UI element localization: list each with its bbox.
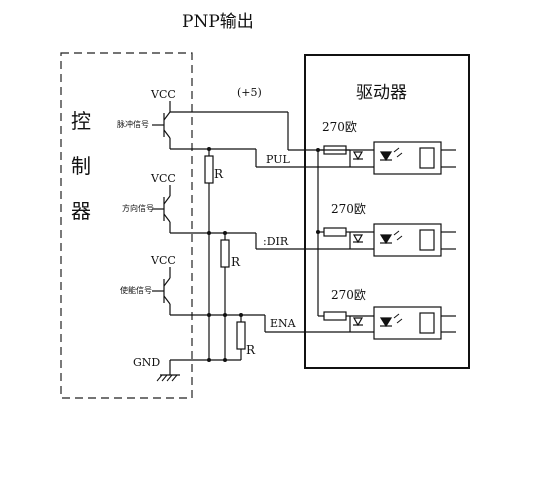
- opto-channel-3: 270欧: [318, 288, 456, 340]
- controller-label-3: 器: [71, 199, 91, 223]
- driver-box: [304, 54, 470, 369]
- controller-box: [60, 52, 193, 399]
- resistor-label-1: R: [214, 167, 224, 181]
- line-label-pul: PUL: [266, 153, 290, 166]
- optocoupler-3: [373, 306, 442, 340]
- opto-channel-1: 270欧: [320, 120, 456, 175]
- channel-pul: VCC 脉冲信号 PUL R: [117, 88, 350, 360]
- optocoupler-2: [373, 223, 442, 257]
- led-resistor-2: [323, 227, 347, 237]
- pulldown-resistor-2: [220, 239, 230, 268]
- plus5-label: (+5): [237, 86, 262, 99]
- ground: GND: [133, 356, 241, 382]
- pulldown-resistor-1: [204, 155, 214, 184]
- channel-ena: VCC 使能信号 ENA R: [120, 254, 350, 360]
- input-label-ena: 使能信号: [120, 285, 152, 295]
- diagram-title: PNP输出: [182, 12, 254, 32]
- controller-label-1: 控: [71, 109, 91, 133]
- optocoupler-1: [373, 141, 442, 175]
- input-label-dir: 方向信号: [122, 203, 154, 213]
- line-label-dir: :DIR: [263, 235, 289, 248]
- gnd-label: GND: [133, 356, 160, 369]
- vcc-label-2: VCC: [150, 172, 176, 185]
- pulldown-resistor-3: [236, 321, 246, 350]
- led-resistor-3: [323, 311, 347, 321]
- vcc-label-1: VCC: [150, 88, 176, 101]
- vcc-label-3: VCC: [150, 254, 176, 267]
- driver-label: 驱动器: [356, 83, 407, 103]
- channel-dir: VCC 方向信号 :DIR R: [122, 172, 350, 360]
- led-resistor-label-1: 270欧: [322, 120, 357, 134]
- led-resistor-label-2: 270欧: [331, 202, 366, 216]
- line-label-ena: ENA: [270, 317, 297, 330]
- resistor-label-2: R: [231, 255, 241, 269]
- led-resistor-label-3: 270欧: [331, 288, 366, 302]
- controller-label-2: 制: [71, 154, 91, 178]
- opto-channel-2: 270欧: [318, 202, 456, 257]
- resistor-label-3: R: [246, 343, 256, 357]
- input-label-pul: 脉冲信号: [117, 119, 149, 129]
